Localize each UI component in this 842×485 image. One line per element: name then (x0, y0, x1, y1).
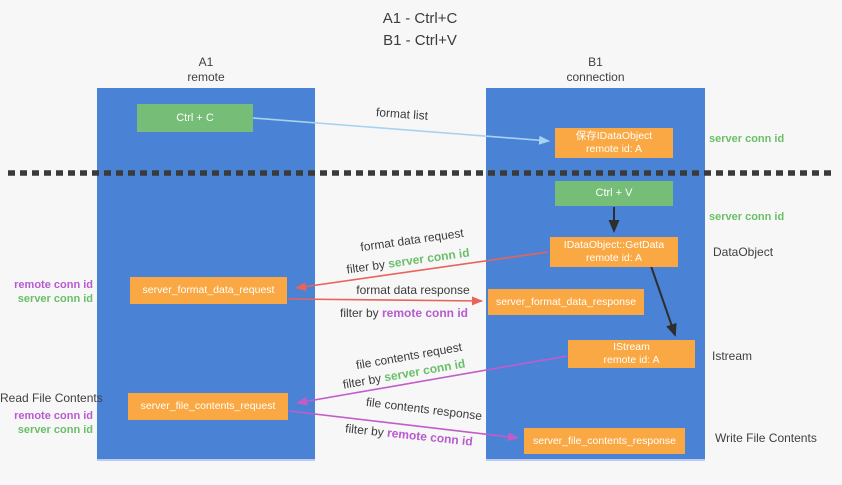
node-save-idataobject-line1: 保存IDataObject (575, 130, 653, 142)
flow-filter-format-response: filter by remote conn id (340, 306, 468, 320)
flow-label-format-data-response: format data response (356, 283, 470, 297)
node-save-idataobject: 保存IDataObject remote id: A (555, 128, 673, 158)
node-server-format-data-request: server_format_data_request (130, 277, 287, 304)
annotation-write-file-contents: Write File Contents (715, 431, 817, 445)
arrow-format-data-response (287, 296, 483, 306)
arrow-format-list (252, 117, 550, 145)
annotation-server-conn-id-top: server conn id (709, 133, 785, 145)
title-line-a1: A1 - Ctrl+C (382, 10, 458, 27)
lane-a1-role: remote (187, 70, 225, 84)
lane-header-a1: A1 remote (97, 55, 315, 85)
arrow-file-contents-request (296, 355, 568, 406)
node-server-file-contents-request: server_file_contents_request (128, 393, 288, 420)
node-idataobject-getdata: IDataObject::GetData remote id: A (550, 237, 678, 267)
annotation-read-file-contents: Read File Contents (0, 391, 103, 405)
node-getdata-line1: IDataObject::GetData (563, 239, 665, 251)
node-istream: IStream remote id: A (568, 340, 695, 368)
node-ctrl-v: Ctrl + V (555, 181, 673, 206)
node-istream-line1: IStream (613, 341, 650, 353)
node-format-request-label: server_format_data_request (142, 284, 275, 296)
filter-prefix: filter by (339, 306, 382, 320)
arrow-format-data-request (295, 251, 549, 292)
annotation-istream: Istream (712, 349, 753, 363)
annotation-server-conn-id-mid: server conn id (709, 211, 785, 223)
node-server-file-contents-response: server_file_contents_response (524, 428, 685, 454)
node-file-request-label: server_file_contents_request (140, 400, 276, 412)
node-format-response-label: server_format_data_response (495, 295, 637, 308)
annotation-remote-conn-id-bottom: remote conn id (14, 410, 93, 422)
node-ctrl-c-label: Ctrl + C (176, 111, 214, 124)
lane-a1-name: A1 (198, 55, 214, 69)
arrow-file-contents-response (288, 410, 519, 442)
node-getdata-line2: remote id: A (585, 252, 643, 264)
node-file-response-label: server_file_contents_response (532, 434, 676, 447)
arrow-getdata-to-istream (650, 265, 677, 337)
title-line-b1: B1 - Ctrl+V (383, 32, 457, 49)
annotation-dataobject: DataObject (713, 245, 774, 259)
diagram-title: A1 - Ctrl+C B1 - Ctrl+V (300, 8, 540, 52)
node-save-idataobject-line2: remote id: A (585, 143, 643, 155)
node-ctrl-c: Ctrl + C (137, 104, 253, 132)
lane-header-b1: B1 connection (486, 55, 705, 85)
filter-key-remote-conn-id: remote conn id (382, 306, 469, 320)
annotation-server-conn-id-left-top: server conn id (17, 293, 93, 305)
lane-b1-name: B1 (588, 55, 603, 69)
node-ctrl-v-label: Ctrl + V (595, 187, 633, 199)
lane-b1-role: connection (566, 70, 625, 84)
annotation-server-conn-id-left-bottom: server conn id (17, 424, 93, 436)
node-istream-line2: remote id: A (603, 354, 660, 366)
node-server-format-data-response: server_format_data_response (488, 289, 644, 315)
annotation-remote-conn-id-top: remote conn id (14, 279, 93, 291)
